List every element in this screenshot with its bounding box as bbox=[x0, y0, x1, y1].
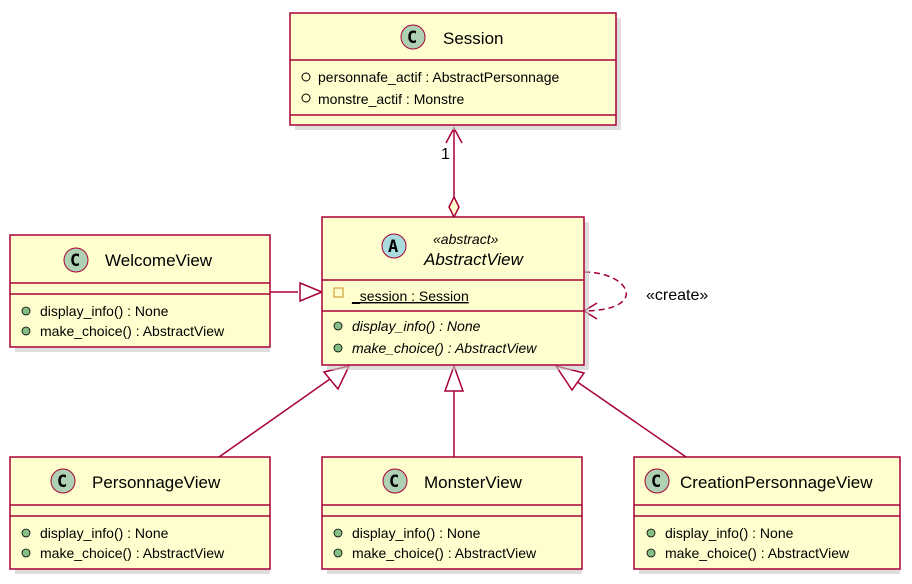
class-name: Session bbox=[443, 29, 503, 48]
method: display_info() : None bbox=[665, 525, 794, 541]
class-name: WelcomeView bbox=[105, 251, 213, 270]
method: make_choice() : AbstractView bbox=[40, 323, 225, 339]
field: _session : Session bbox=[351, 288, 469, 304]
method: display_info() : None bbox=[40, 303, 169, 319]
class-personnage-view[interactable]: C PersonnageView display_info() : None m… bbox=[9, 456, 271, 574]
public-method-icon bbox=[333, 548, 343, 558]
public-method-icon bbox=[21, 306, 31, 316]
method: make_choice() : AbstractView bbox=[352, 340, 537, 356]
create-label: «create» bbox=[646, 287, 708, 304]
public-method-icon bbox=[646, 548, 656, 558]
class-name: PersonnageView bbox=[92, 473, 221, 492]
class-letter: C bbox=[70, 251, 80, 271]
abstract-a-icon bbox=[381, 233, 407, 259]
create-self-edge: «create» bbox=[582, 271, 708, 320]
public-field-icon bbox=[301, 72, 311, 82]
class-letter: C bbox=[651, 472, 661, 492]
class-c-icon bbox=[63, 247, 89, 273]
class-abstract-view[interactable]: A «abstract» AbstractView _session : Ses… bbox=[321, 216, 589, 370]
aggregation-edge: 1 bbox=[441, 126, 463, 219]
method: display_info() : None bbox=[40, 525, 169, 541]
method: make_choice() : AbstractView bbox=[665, 545, 850, 561]
class-letter: C bbox=[407, 28, 417, 48]
class-name: AbstractView bbox=[423, 250, 525, 269]
field: monstre_actif : Monstre bbox=[318, 91, 464, 107]
monster-inheritance-edge bbox=[443, 363, 465, 457]
creation-inheritance-edge bbox=[554, 364, 687, 458]
public-method-icon bbox=[333, 321, 343, 331]
multiplicity-label: 1 bbox=[441, 146, 450, 163]
stereotype-label: «abstract» bbox=[433, 231, 499, 247]
method: display_info() : None bbox=[352, 318, 481, 334]
method: display_info() : None bbox=[352, 525, 481, 541]
public-field-icon bbox=[301, 93, 311, 103]
public-method-icon bbox=[21, 548, 31, 558]
public-method-icon bbox=[646, 528, 656, 538]
class-c-icon bbox=[644, 468, 670, 494]
class-letter: A bbox=[388, 237, 398, 257]
personnage-inheritance-edge bbox=[218, 364, 351, 458]
class-session[interactable]: C Session personnafe_actif : AbstractPer… bbox=[289, 12, 621, 130]
class-c-icon bbox=[382, 468, 408, 494]
aggregation-diamond bbox=[448, 195, 460, 219]
class-name: CreationPersonnageView bbox=[680, 473, 873, 492]
class-creation-personnage-view[interactable]: C CreationPersonnageView display_info() … bbox=[633, 456, 901, 574]
field: personnafe_actif : AbstractPersonnage bbox=[318, 69, 559, 85]
class-monster-view[interactable]: C MonsterView display_info() : None make… bbox=[321, 456, 583, 574]
welcome-inheritance-edge bbox=[270, 281, 324, 303]
class-c-icon bbox=[50, 468, 76, 494]
class-c-icon bbox=[400, 24, 426, 50]
class-name: MonsterView bbox=[424, 473, 523, 492]
public-method-icon bbox=[21, 326, 31, 336]
class-letter: C bbox=[57, 472, 67, 492]
method: make_choice() : AbstractView bbox=[352, 545, 537, 561]
class-welcome-view[interactable]: C WelcomeView display_info() : None make… bbox=[9, 234, 271, 352]
class-letter: C bbox=[389, 472, 399, 492]
public-method-icon bbox=[333, 528, 343, 538]
protected-field-icon bbox=[333, 287, 344, 298]
public-method-icon bbox=[21, 528, 31, 538]
method: make_choice() : AbstractView bbox=[40, 545, 225, 561]
public-method-icon bbox=[333, 343, 343, 353]
